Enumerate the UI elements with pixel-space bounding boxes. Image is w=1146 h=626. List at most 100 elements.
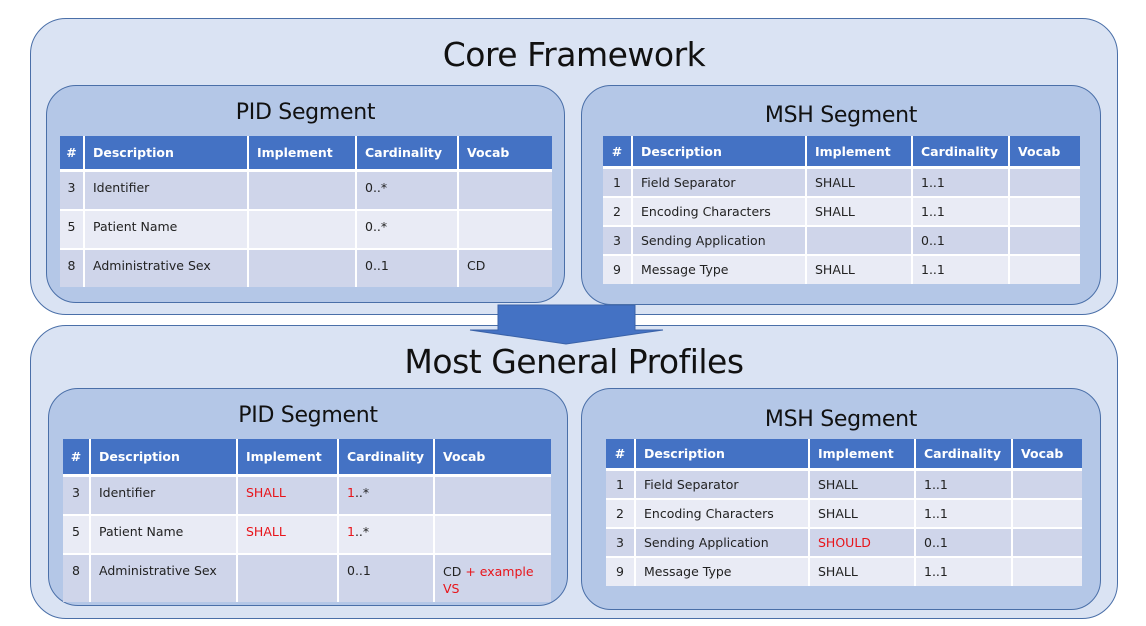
cell-vocab	[1011, 468, 1082, 499]
card-min: 0	[365, 180, 373, 195]
cell-cardinality: 1..1	[914, 555, 1012, 586]
cell-description: Field Separator	[634, 468, 809, 499]
cell-description: Sending Application	[631, 224, 806, 255]
header-implement: Implement	[808, 439, 915, 471]
vocab-text: CD	[443, 563, 462, 579]
cell-description: Message Type	[631, 253, 806, 284]
header-cardinality: Cardinality	[914, 439, 1012, 471]
cell-num: 9	[606, 555, 635, 586]
general-msh-title: MSH Segment	[764, 407, 918, 432]
header-description: Description	[631, 136, 806, 169]
cell-num: 2	[606, 497, 635, 528]
header-implement: Implement	[236, 439, 338, 477]
cell-vocab: CD	[457, 247, 552, 287]
cell-vocab	[433, 474, 551, 515]
cell-cardinality: 0..1	[337, 552, 434, 602]
header-implement: Implement	[805, 136, 912, 169]
most-general-profiles-title: Most General Profiles	[404, 342, 744, 381]
cell-vocab	[1011, 555, 1082, 586]
cell-vocab	[433, 513, 551, 554]
cell-description: Identifier	[89, 474, 237, 515]
core-framework-title: Core Framework	[442, 35, 706, 74]
header-description: Description	[89, 439, 237, 477]
card-max: ..1	[372, 257, 389, 273]
cell-vocab	[457, 169, 552, 210]
cell-implement: SHALL	[805, 195, 912, 226]
cell-description: Field Separator	[631, 166, 806, 197]
cell-description: Message Type	[634, 555, 809, 586]
table-header-row: # Description Implement Cardinality Voca…	[63, 439, 551, 477]
table-row: 2 Encoding Characters SHALL 1..1	[606, 497, 1082, 528]
table-row: 8 Administrative Sex 0..1 CD	[60, 247, 552, 287]
card-max: ..*	[372, 218, 388, 234]
vocab-addition: + example VS	[443, 563, 534, 596]
table-row: 1 Field Separator SHALL 1..1	[606, 468, 1082, 499]
header-cardinality: Cardinality	[337, 439, 434, 477]
core-pid-title: PID Segment	[235, 100, 376, 125]
cell-description: Encoding Characters	[631, 195, 806, 226]
general-pid-table: # Description Implement Cardinality Voca…	[63, 439, 551, 602]
table-row: 9 Message Type SHALL 1..1	[606, 555, 1082, 586]
cell-description: Encoding Characters	[634, 497, 809, 528]
card-max: ..*	[372, 180, 388, 195]
table-row: 5 Patient Name 0..*	[60, 208, 552, 249]
general-pid-segment: PID Segment # Description Implement Card…	[48, 388, 568, 606]
header-num: #	[606, 439, 635, 471]
cell-vocab	[1008, 166, 1080, 197]
cell-description: Patient Name	[83, 208, 248, 249]
cell-description: Administrative Sex	[89, 552, 237, 602]
table-row: 5 Patient Name SHALL 1..*	[63, 513, 551, 554]
cell-vocab	[1008, 195, 1080, 226]
cell-vocab	[1008, 253, 1080, 284]
cell-implement	[247, 247, 356, 287]
header-vocab: Vocab	[433, 439, 551, 477]
table-row: 3 Sending Application 0..1	[603, 224, 1080, 255]
cell-cardinality: 1..1	[914, 468, 1012, 499]
general-msh-table: # Description Implement Cardinality Voca…	[606, 439, 1082, 586]
card-max: ..*	[354, 485, 370, 500]
core-pid-segment: PID Segment # Description Implement Card…	[46, 85, 565, 303]
core-pid-table: # Description Implement Cardinality Voca…	[60, 136, 552, 287]
cell-implement: SHALL	[805, 166, 912, 197]
cell-implement	[236, 552, 338, 602]
cell-vocab	[457, 208, 552, 249]
header-description: Description	[634, 439, 809, 471]
cell-description: Administrative Sex	[83, 247, 248, 287]
header-num: #	[60, 136, 84, 172]
cell-vocab: CD + example VS	[433, 552, 551, 602]
cell-implement: SHALL	[808, 555, 915, 586]
cell-num: 3	[603, 224, 632, 255]
card-max: ..*	[354, 523, 370, 539]
table-row: 3 Sending Application SHOULD 0..1	[606, 526, 1082, 557]
card-min: 1	[347, 523, 355, 539]
header-cardinality: Cardinality	[911, 136, 1009, 169]
cell-implement	[805, 224, 912, 255]
table-header-row: # Description Implement Cardinality Voca…	[60, 136, 552, 172]
cell-cardinality: 1..1	[911, 195, 1009, 226]
header-num: #	[603, 136, 632, 169]
cell-cardinality: 0..1	[911, 224, 1009, 255]
core-msh-title: MSH Segment	[764, 103, 918, 128]
header-vocab: Vocab	[1011, 439, 1082, 471]
cell-num: 3	[60, 169, 84, 210]
cell-num: 3	[63, 474, 90, 515]
table-row: 2 Encoding Characters SHALL 1..1	[603, 195, 1080, 226]
cell-num: 1	[606, 468, 635, 499]
cell-cardinality: 1..1	[911, 166, 1009, 197]
cell-implement	[247, 208, 356, 249]
cell-cardinality: 1..1	[914, 497, 1012, 528]
cell-implement: SHALL	[236, 513, 338, 554]
core-msh-segment: MSH Segment # Description Implement Card…	[581, 85, 1101, 305]
cell-num: 2	[603, 195, 632, 226]
table-row: 3 Identifier 0..*	[60, 169, 552, 210]
cell-cardinality: 1..*	[337, 474, 434, 515]
cell-implement: SHALL	[805, 253, 912, 284]
table-header-row: # Description Implement Cardinality Voca…	[606, 439, 1082, 471]
card-min: 0	[365, 218, 373, 234]
cell-num: 5	[60, 208, 84, 249]
cell-cardinality: 0..1	[914, 526, 1012, 557]
header-num: #	[63, 439, 90, 477]
cell-implement: SHALL	[808, 497, 915, 528]
cell-description: Identifier	[83, 169, 248, 210]
cell-implement: SHOULD	[808, 526, 915, 557]
